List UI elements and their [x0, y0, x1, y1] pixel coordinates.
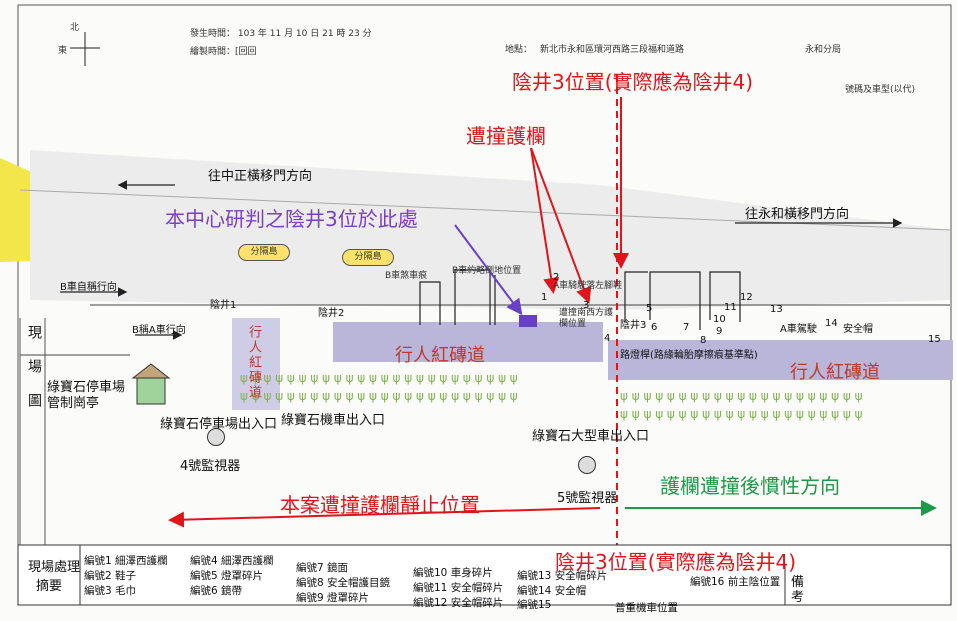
- camera-4-label: 4號監視器: [180, 459, 241, 474]
- svg-text:ψ ψ ψ ψ ψ ψ ψ ψ ψ ψ ψ ψ ψ ψ ψ: ψ ψ ψ ψ ψ ψ ψ ψ ψ ψ ψ ψ ψ ψ ψ ψ ψ ψ ψ ψ …: [620, 407, 863, 421]
- moto-exit-label: 綠寶石機車出入口: [281, 413, 386, 428]
- compass-north-label: 北: [70, 23, 80, 33]
- compass-east-label: 東: [58, 46, 68, 56]
- island-2: 分隔島: [342, 249, 394, 266]
- header-place: 新北市永和區環河西路三段福和道路: [540, 45, 685, 55]
- brick-strip: [232, 318, 280, 410]
- camera-5-label: 5號監視器: [557, 491, 618, 506]
- camera-4-icon: [207, 428, 225, 446]
- b-car-fall-label: B車約略倒地位置: [452, 266, 522, 276]
- brick-strip-label: 行人紅磚道: [246, 325, 261, 400]
- header-right-note1: 永和分局: [805, 45, 842, 55]
- legend-item: 編號8 安全帽護目鏡: [296, 577, 391, 589]
- item-number-13: 13: [770, 304, 783, 315]
- legend-item: 編號2 鞋子: [84, 570, 137, 582]
- legend-remark: 備考: [791, 575, 805, 605]
- sidewalk-left-label: 行人紅磚道: [395, 345, 485, 366]
- legend-item: 編號3 毛巾: [84, 585, 137, 597]
- guardrail-rest-annotation: 本案遭撞護欄靜止位置: [280, 493, 480, 517]
- parking-exit-label: 綠寶石停車場出入口: [160, 417, 278, 432]
- legend-item: 編號9 燈罩碎片: [296, 592, 370, 604]
- svg-text:ψ ψ ψ ψ ψ ψ ψ ψ ψ ψ ψ ψ ψ ψ ψ: ψ ψ ψ ψ ψ ψ ψ ψ ψ ψ ψ ψ ψ ψ ψ ψ ψ ψ ψ ψ …: [620, 389, 863, 403]
- legend-item: 編號13 安全帽碎片: [517, 570, 608, 582]
- svg-text:ψ ψ ψ ψ ψ ψ ψ ψ ψ ψ ψ ψ ψ ψ ψ: ψ ψ ψ ψ ψ ψ ψ ψ ψ ψ ψ ψ ψ ψ ψ ψ ψ ψ ψ ψ …: [240, 389, 518, 403]
- inertia-direction-annotation: 護欄遭撞後慣性方向: [660, 474, 840, 498]
- legend-item: 編號12 安全帽碎片: [413, 597, 504, 609]
- car-b-route: B車自稱行向: [60, 282, 117, 293]
- header-record: 繪製時間：[回回: [190, 47, 257, 57]
- guardrail-hit-annotation: 遭撞護欄: [466, 124, 546, 148]
- item-number-11: 11: [724, 302, 737, 313]
- legend-item: 編號14 安全帽: [517, 585, 587, 597]
- header-place-label: 地點：: [505, 45, 533, 55]
- item-number-9: 9: [716, 326, 723, 337]
- manhole-1-label: 陰井1: [210, 300, 237, 311]
- road-surface: [30, 150, 950, 310]
- car-a-route: B稱A車行向: [132, 325, 186, 336]
- manhole-top-annotation: 陰井3位置(實際應為陰井4): [512, 70, 754, 94]
- legend-note: 普重機車位置: [615, 602, 678, 614]
- legend-item: 編號15: [517, 599, 552, 611]
- sidewalk-right-label: 行人紅磚道: [790, 362, 880, 383]
- sidewalk-left: [333, 322, 603, 362]
- item-number-6: 6: [651, 322, 658, 333]
- item-number-3: 3: [583, 300, 590, 311]
- legend-frame: [17, 544, 952, 606]
- legend-title-1: 現場處理: [28, 560, 81, 575]
- legend-item: 編號11 安全帽碎片: [413, 582, 504, 594]
- item-number-12: 12: [740, 292, 753, 303]
- item-number-4: 4: [604, 333, 611, 344]
- road-mark-label: 路燈桿(路緣輪胎摩擦痕基準點): [620, 350, 758, 361]
- item-number-10: 10: [713, 314, 726, 325]
- camera-5-icon: [578, 456, 596, 474]
- legend-item: 編號7 鏡面: [296, 562, 349, 574]
- item-number-7: 7: [683, 322, 690, 333]
- a-car-driver-label: A車駕駛: [780, 324, 817, 335]
- header-right-note2: 號碼及車型(以代): [845, 85, 916, 95]
- center-judgement-annotation: 本中心研判之陰井3位於此處: [165, 207, 418, 231]
- manhole-3-label: 陰井3: [620, 320, 647, 331]
- sidewalk-right: [608, 340, 953, 380]
- truck-exit-label: 綠寶石大型車出入口: [532, 429, 650, 444]
- booth-icon: [136, 375, 166, 405]
- header-date: 發生時間： 103 年 11 月 10 日 21 時 23 分: [190, 29, 372, 39]
- legend-item: 編號4 細澤西護欄: [190, 555, 274, 567]
- legend-title-2: 摘要: [36, 579, 63, 594]
- legend-item: 編號6 鏡帶: [190, 585, 243, 597]
- island-1: 分隔島: [238, 244, 290, 261]
- svg-text:ψ ψ ψ ψ ψ ψ ψ ψ ψ ψ ψ ψ ψ ψ ψ: ψ ψ ψ ψ ψ ψ ψ ψ ψ ψ ψ ψ ψ ψ ψ ψ ψ ψ ψ ψ …: [240, 371, 518, 385]
- legend-item: 編號10 車身碎片: [413, 567, 493, 579]
- side-title: 現場圖: [26, 325, 42, 427]
- legend-item: 編號5 燈罩碎片: [190, 570, 264, 582]
- item-number-14: 14: [825, 318, 838, 329]
- b-car-skid-label: B車煞車痕: [385, 271, 428, 281]
- a-car-fall-label: A車騎駛落左腳鞋: [553, 281, 623, 291]
- manhole3-marker: [519, 315, 537, 327]
- item-number-5: 5: [646, 303, 653, 314]
- item-number-2: 2: [553, 272, 560, 283]
- direction-yonghe: 往永和橫移門方向: [745, 207, 850, 222]
- manhole-2-label: 陰井2: [318, 308, 345, 319]
- item-number-8: 8: [700, 335, 707, 346]
- hit-guard-label: 遭撞南西方護欄位置: [559, 308, 614, 329]
- legend-item: 編號16 前主陰位置: [690, 576, 781, 588]
- direction-zhongzheng: 往中正橫移門方向: [208, 169, 313, 184]
- item-number-15: 15: [928, 334, 941, 345]
- item-number-1: 1: [541, 292, 548, 303]
- legend-item: 編號1 細澤西護欄: [84, 555, 168, 567]
- manhole-bottom-annotation: 陰井3位置(實際應為陰井4): [555, 550, 797, 574]
- helmet-label: 安全帽: [843, 324, 873, 335]
- booth-label: 綠寶石停車場管制崗亭: [47, 380, 126, 411]
